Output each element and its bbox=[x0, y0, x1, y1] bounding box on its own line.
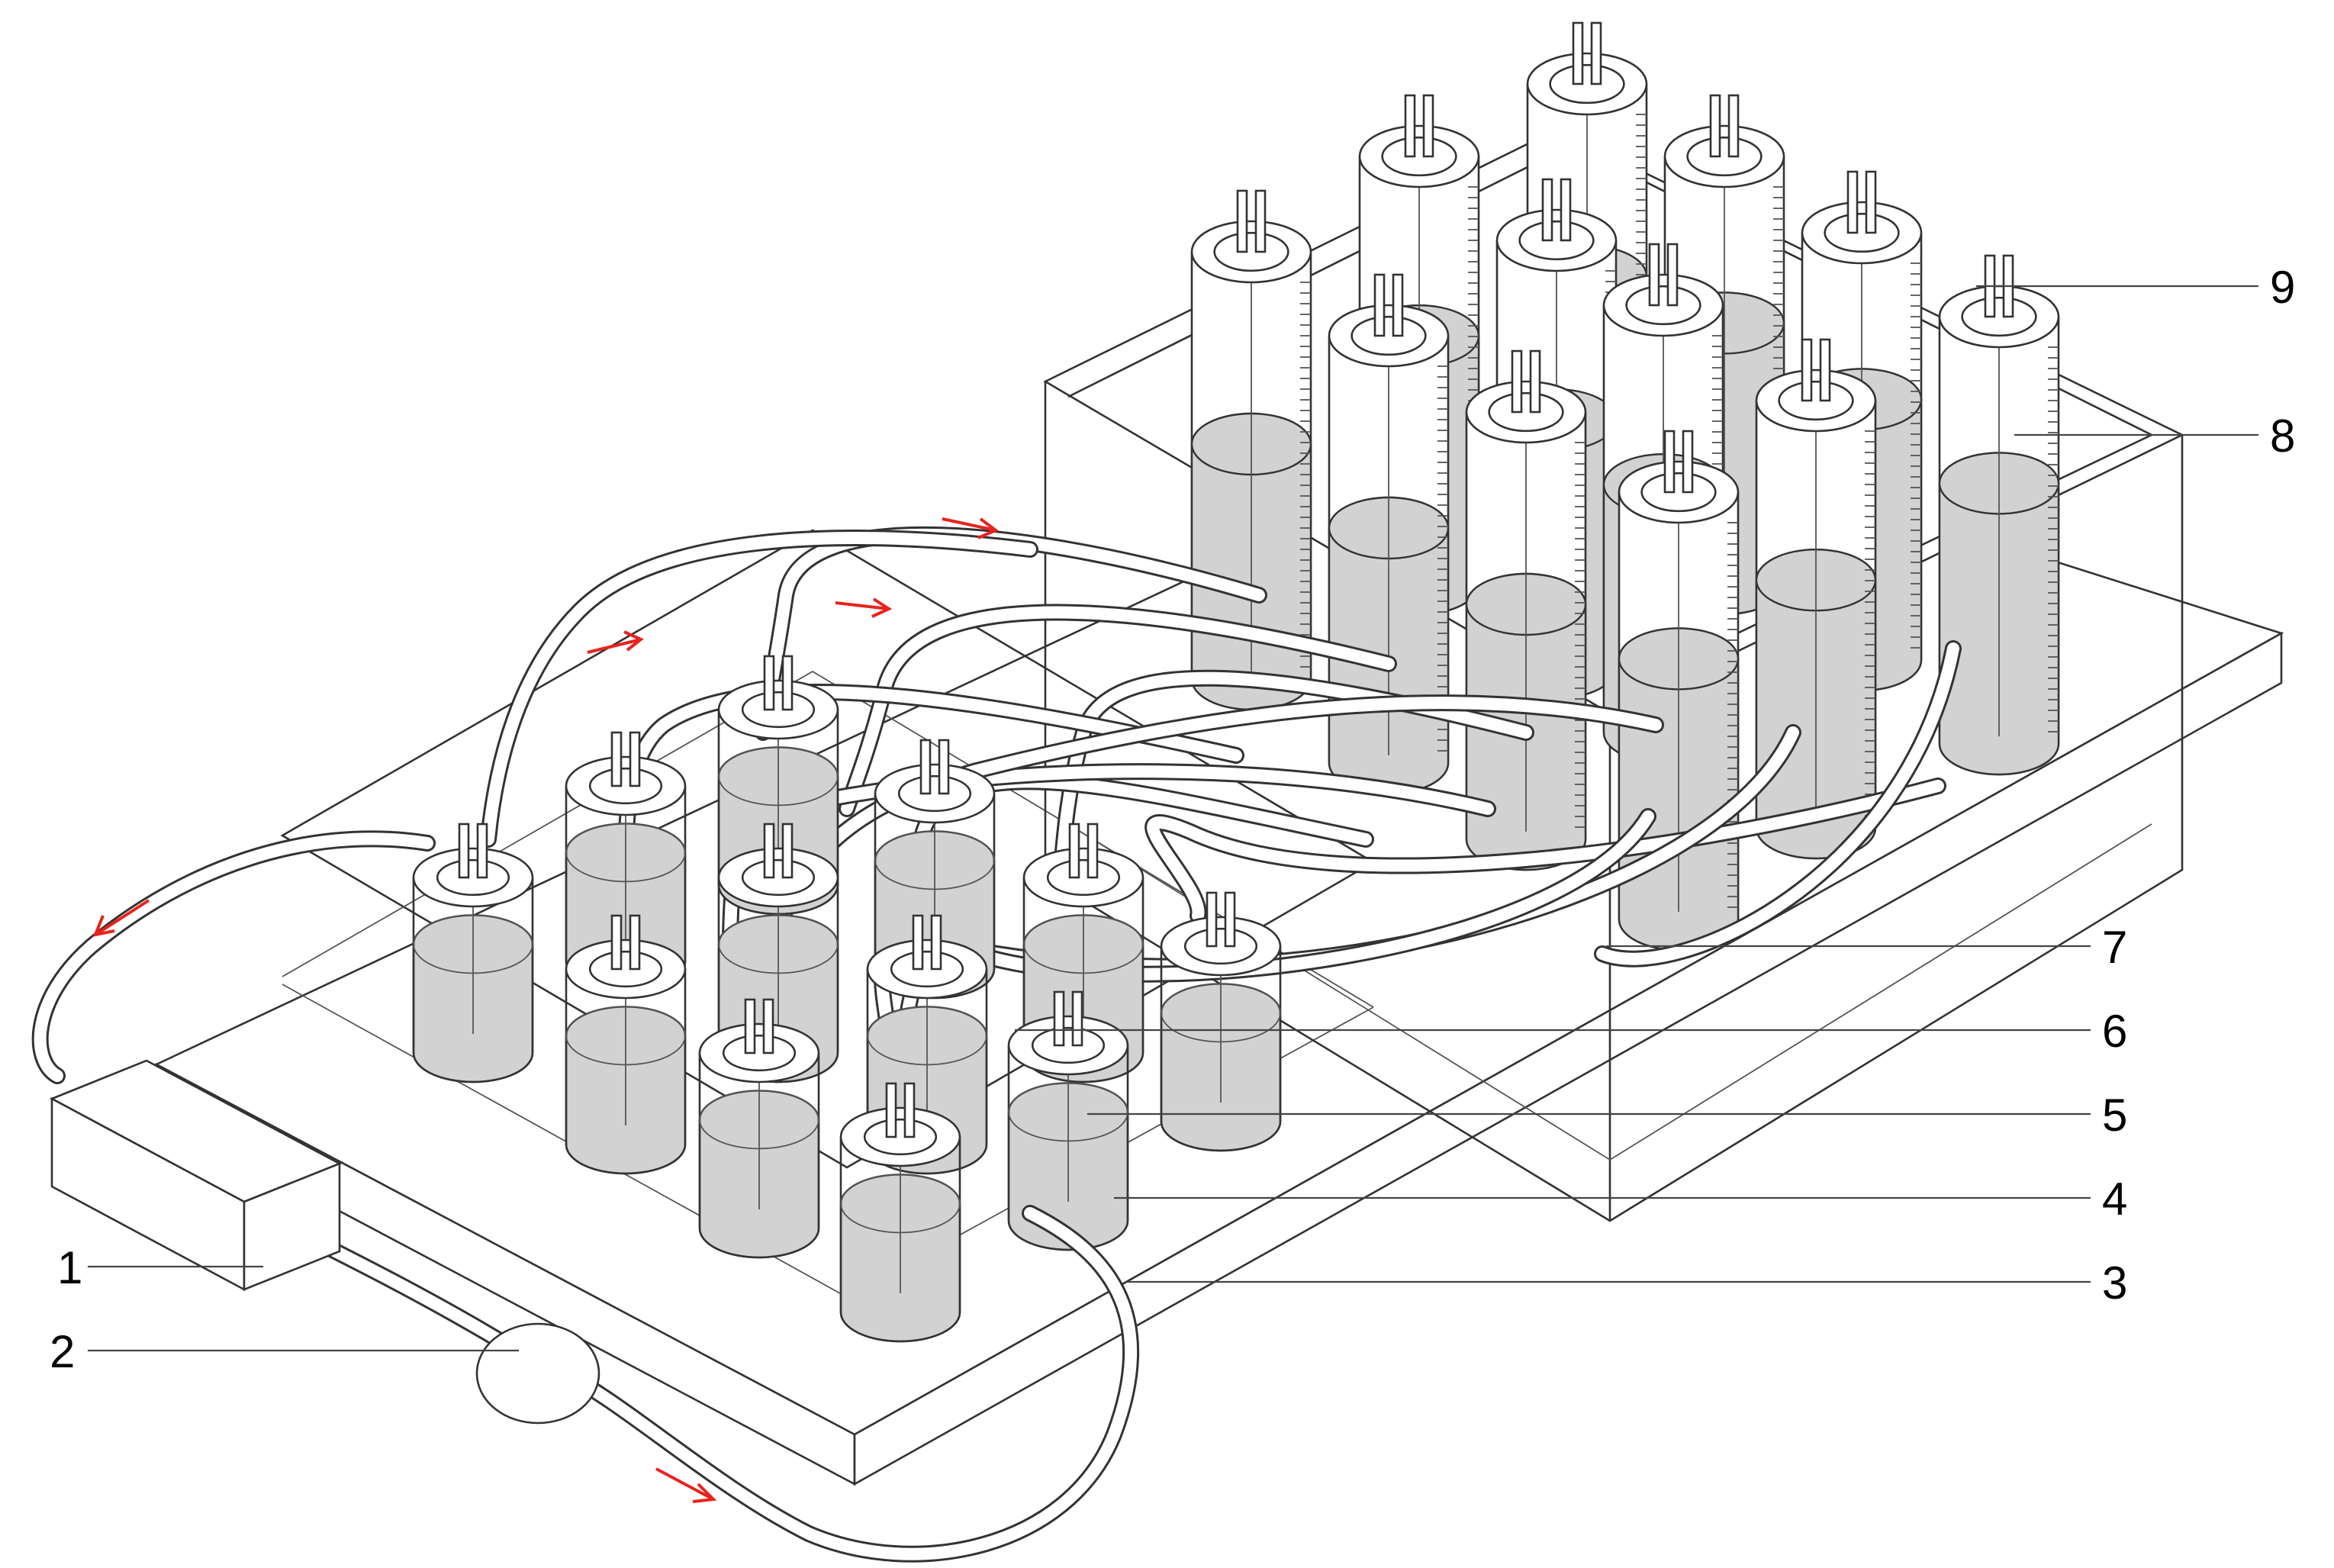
callout-1: 1 bbox=[57, 1242, 82, 1293]
callout-8: 8 bbox=[2270, 411, 2295, 462]
callout-5: 5 bbox=[2102, 1090, 2127, 1141]
flow-arrow bbox=[655, 1467, 717, 1503]
rack-column bbox=[1938, 254, 2060, 776]
flow-arrow bbox=[587, 630, 644, 654]
bath-vessel bbox=[698, 998, 820, 1259]
flow-arrow bbox=[92, 899, 150, 937]
water-bath-vessels bbox=[412, 655, 1282, 1343]
bath-vessel bbox=[412, 823, 534, 1083]
callout-7: 7 bbox=[2102, 922, 2127, 973]
callout-2: 2 bbox=[50, 1326, 75, 1377]
callouts: 1 2 3 4 5 6 7 8 9 bbox=[50, 262, 2295, 1377]
callout-6: 6 bbox=[2102, 1006, 2127, 1057]
bath-vessel bbox=[839, 1082, 961, 1343]
rack-column bbox=[1465, 349, 1587, 871]
callout-4: 4 bbox=[2102, 1174, 2127, 1225]
rack-column bbox=[1190, 189, 1312, 711]
flow-arrows bbox=[92, 517, 999, 1503]
rack-column bbox=[1328, 273, 1450, 795]
callout-3: 3 bbox=[2102, 1257, 2127, 1309]
callout-9: 9 bbox=[2270, 262, 2295, 313]
pump bbox=[475, 1322, 600, 1425]
flow-arrow bbox=[942, 517, 999, 539]
rack-column bbox=[1755, 338, 1877, 860]
controller-box bbox=[49, 1059, 343, 1292]
bath-vessel bbox=[565, 914, 687, 1175]
bath-vessel bbox=[1160, 891, 1282, 1152]
flow-arrow bbox=[835, 597, 893, 618]
